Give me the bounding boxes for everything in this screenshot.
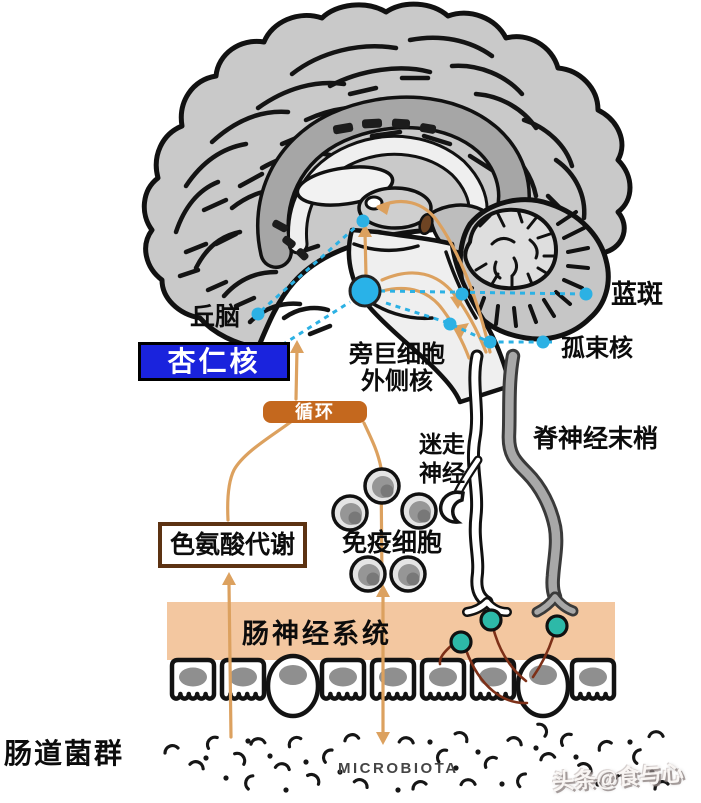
immune-cell: [349, 555, 387, 593]
nuclei-markers: [251, 214, 593, 349]
label-paragigantocellular: 旁巨细胞 外侧核: [341, 341, 453, 395]
amygdala-box-label: 杏仁核: [167, 346, 261, 377]
label-spinal-nerve-endings: 脊神经末梢: [533, 425, 659, 453]
label-paragigantocellular-line2: 外侧核: [361, 368, 433, 395]
tryptophan-box-label: 色氨酸代谢: [169, 531, 295, 559]
hypothalamus-node: [348, 274, 382, 308]
label-vagus-line1: 迷走: [419, 431, 465, 457]
goblet-cells: [265, 653, 571, 719]
amygdala-box: 杏仁核: [138, 342, 290, 381]
enteroendocrine-cells: [449, 608, 569, 654]
label-immune-cells: 免疫细胞: [342, 529, 443, 557]
cell-nuclei: [179, 665, 607, 687]
immune-cell: [389, 555, 427, 593]
vagus-nerve: [438, 349, 512, 617]
endocrine-signals: [438, 629, 555, 705]
bacteria-dots: [203, 738, 655, 793]
label-solitary-nucleus: 孤束核: [561, 335, 633, 362]
label-thalamus: 丘脑: [190, 303, 241, 331]
gut-epithelium: [169, 653, 617, 719]
bacteria: [163, 722, 670, 793]
brain-illustration: [141, 1, 633, 405]
foliage-squiggles: [474, 208, 558, 290]
cerebellum: [457, 197, 611, 342]
immune-cell-cluster: [331, 467, 438, 593]
immune-cell: [400, 492, 438, 530]
label-microbiota-en: MICROBIOTA: [338, 760, 459, 777]
label-vagus-nerve: 迷走 神经: [419, 430, 465, 488]
label-locus-coeruleus: 蓝斑: [611, 279, 664, 309]
ventricle-marks: [272, 118, 437, 261]
label-paragigantocellular-line1: 旁巨细胞: [349, 341, 445, 368]
corpus-callosum: [255, 95, 531, 269]
circulation-box-label: 循环: [295, 402, 335, 422]
vagus-claw: [438, 490, 465, 524]
pineal-shape: [418, 212, 434, 236]
circulation-box: 循环: [263, 401, 367, 423]
label-enteric-nervous-system: 肠神经系统: [242, 619, 392, 649]
spinal-nerve: [501, 348, 579, 618]
immune-cell: [331, 494, 369, 532]
tryptophan-metabolism-box: 色氨酸代谢: [158, 522, 307, 568]
label-gut-microbiota: 肠道菌群: [4, 738, 125, 769]
immune-cell: [363, 467, 401, 505]
label-vagus-line2: 神经: [419, 460, 465, 486]
